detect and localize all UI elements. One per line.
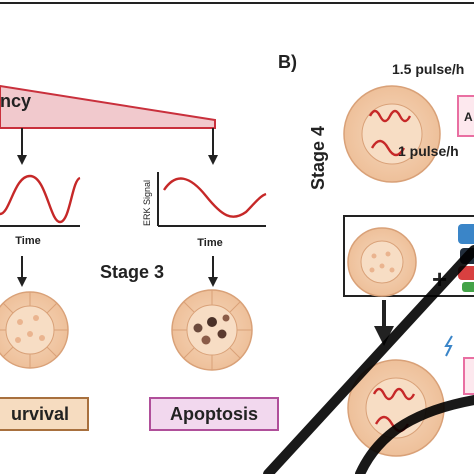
apoptosis-label: Apoptosis: [170, 404, 258, 424]
apoptotic-bodies: [193, 314, 230, 345]
lightning-icon: [444, 335, 453, 357]
slow-pulse-wave: [370, 139, 406, 157]
left-erk-plot: Time: [0, 174, 81, 247]
survival-label: urvival: [11, 404, 69, 424]
top-pink-box-label: A: [464, 110, 473, 124]
watermark-stroke: [263, 245, 474, 474]
stage4-label: Stage 4: [308, 126, 328, 190]
right-plot-ylabel: ERK Signal: [142, 180, 152, 226]
final-fast-wave: [372, 387, 416, 401]
survival-box: [0, 397, 89, 431]
low-frequency-label: 1 pulse/h: [398, 143, 459, 159]
top-pink-box: [457, 95, 474, 137]
left-plot-signal: [0, 174, 81, 224]
gradient-label: ncy: [0, 91, 31, 111]
gradient-wedge: [0, 84, 216, 129]
fast-pulse-wave: [368, 109, 412, 123]
right-plot-xlabel: Time: [197, 237, 222, 249]
panel-b-label: B): [278, 52, 297, 72]
apoptosis-organoid: [171, 289, 253, 371]
survival-organoid: [0, 291, 69, 369]
apoptosis-box: [149, 397, 279, 431]
combo-organoid: [347, 227, 417, 297]
stage3-label: Stage 3: [100, 262, 164, 282]
stage4-organoid: [343, 85, 441, 183]
bottom-pink-box: [463, 357, 474, 395]
watermark-stroke-2: [355, 395, 474, 474]
high-frequency-label: 1.5 pulse/h: [392, 61, 464, 77]
right-plot-signal: [163, 177, 267, 218]
left-plot-xlabel: Time: [15, 235, 40, 247]
right-erk-plot: ERK Signal Time: [142, 172, 267, 249]
